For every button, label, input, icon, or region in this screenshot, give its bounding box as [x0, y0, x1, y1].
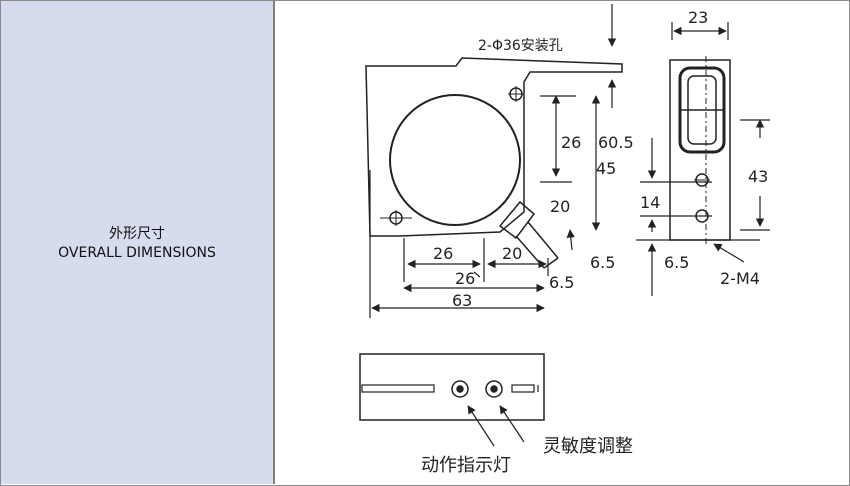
dim-14-label: 14 — [640, 193, 660, 212]
sensitivity-adjust-label: 灵敏度调整 — [543, 436, 633, 457]
side-view-dimensions — [636, 22, 770, 296]
dim-m4-label: 2-M4 — [720, 269, 760, 288]
front-view-dimensions — [371, 4, 617, 313]
dimension-drawing: 2-Φ36安装孔 23 26 60.5 45 43 14 20 26 20 26… — [359, 4, 770, 476]
dim-6-5-c-label: 6.5 — [664, 253, 689, 272]
title-english: OVERALL DIMENSIONS — [58, 245, 216, 261]
left-panel: 外形尺寸 OVERALL DIMENSIONS — [1, 1, 275, 484]
dim-45-label: 45 — [596, 159, 616, 178]
title-chinese: 外形尺寸 — [109, 226, 165, 242]
bottom-view — [359, 353, 545, 447]
dim-26-b-label: 26 — [455, 269, 475, 288]
dim-43-label: 43 — [748, 167, 768, 186]
dim-23-label: 23 — [688, 8, 708, 27]
dim-60-5-label: 60.5 — [598, 133, 634, 152]
mount-holes-label: 2-Φ36安装孔 — [478, 38, 563, 54]
dim-26-vert-label: 26 — [561, 133, 581, 152]
action-indicator-label: 动作指示灯 — [421, 455, 511, 476]
dim-20-vert-label: 20 — [550, 197, 570, 216]
dim-26-a-label: 26 — [433, 244, 453, 263]
dim-63-label: 63 — [452, 291, 472, 310]
dim-20-horiz-label: 20 — [502, 244, 522, 263]
dim-6-5-b-label: 6.5 — [549, 273, 574, 292]
front-view — [365, 57, 623, 318]
dim-6-5-a-label: 6.5 — [590, 253, 615, 272]
